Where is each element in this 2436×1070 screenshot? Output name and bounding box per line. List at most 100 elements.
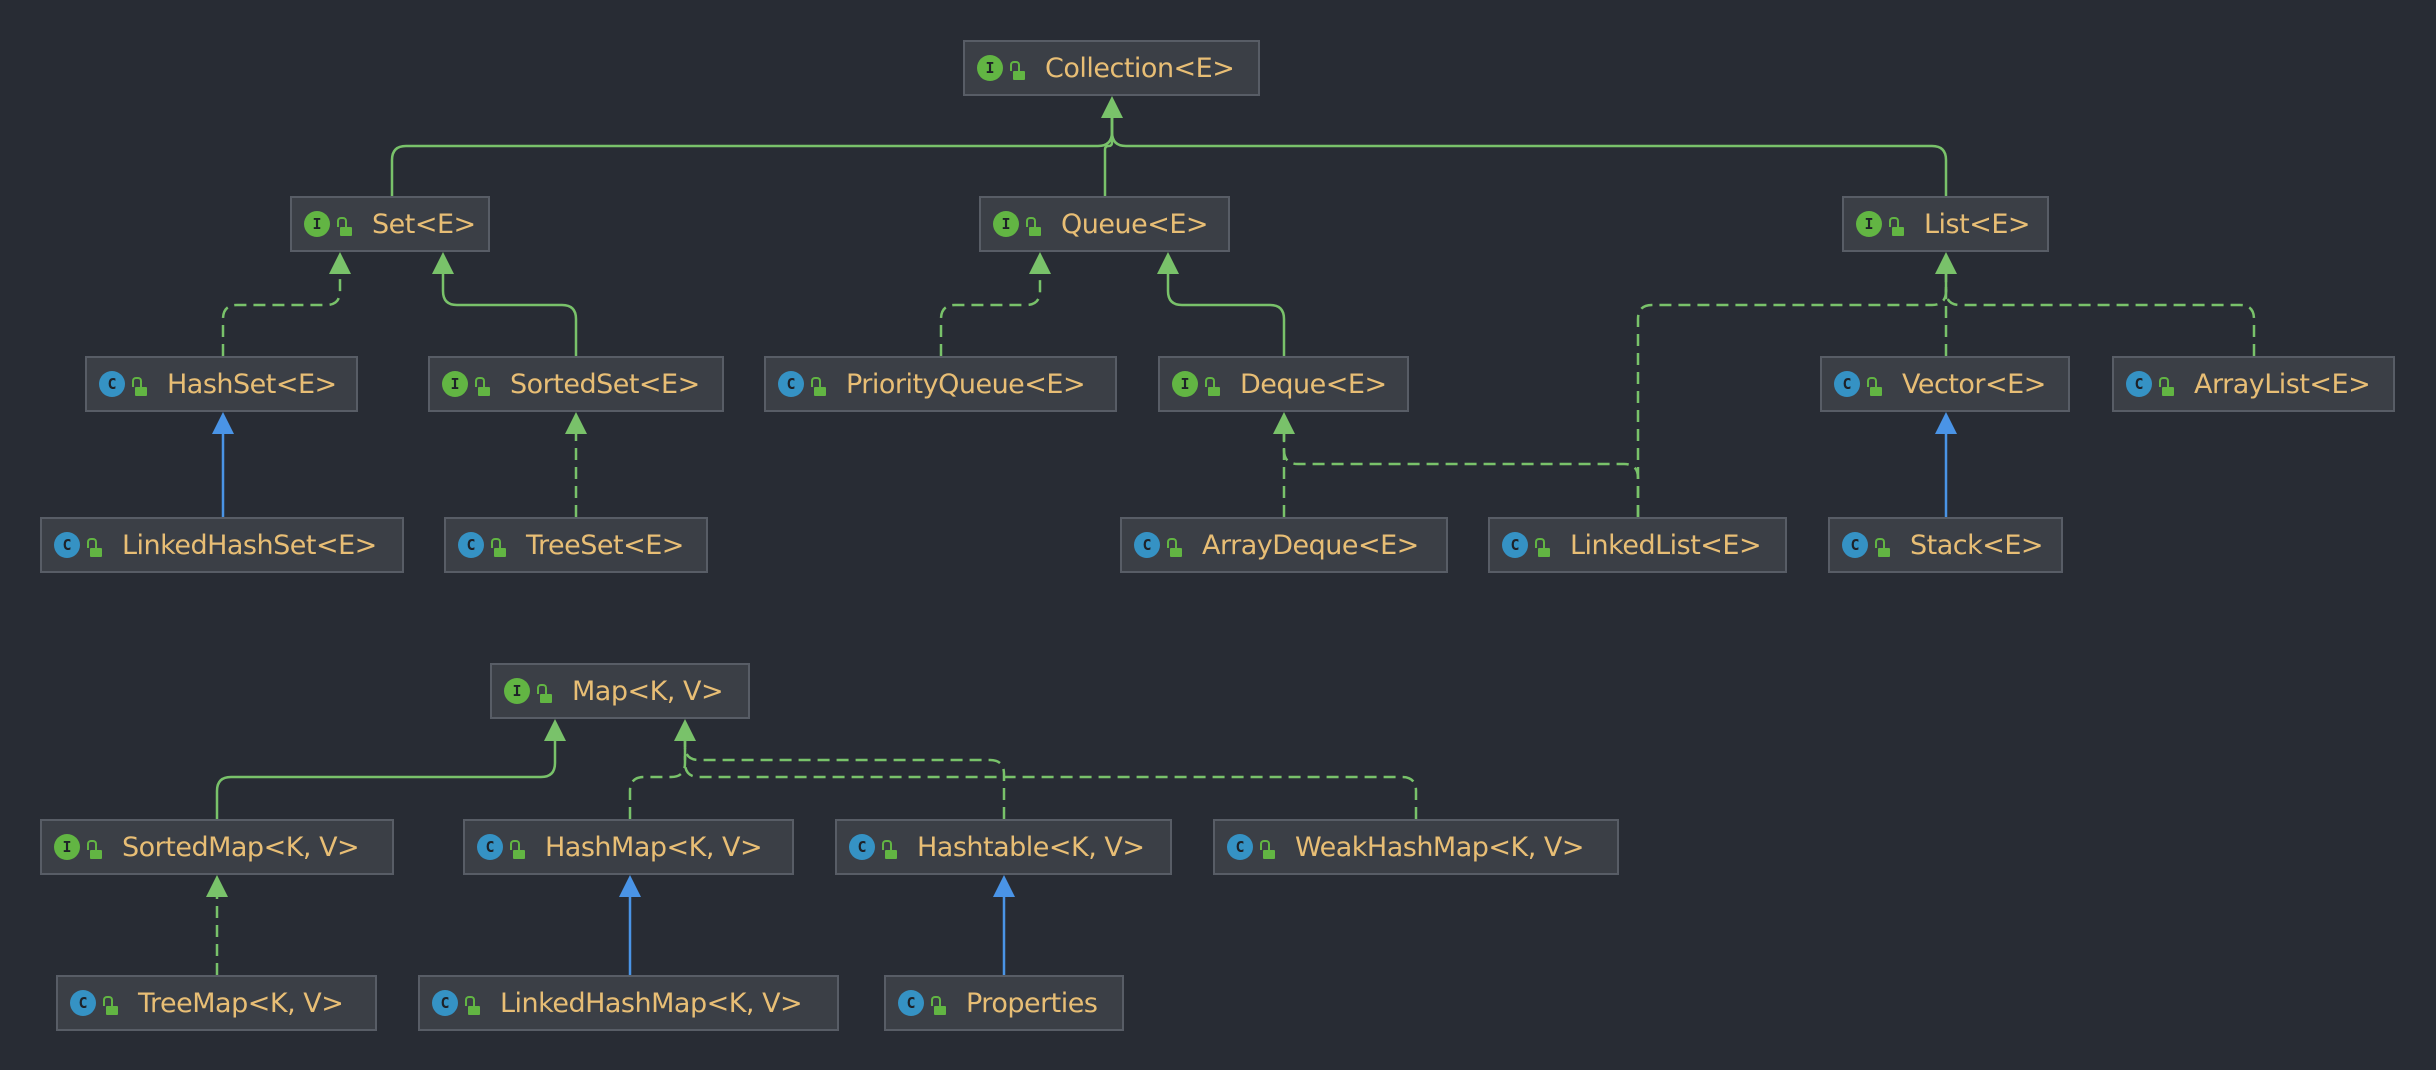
class-icon: C — [849, 834, 875, 860]
interface-icon: I — [1172, 371, 1198, 397]
node-treeset[interactable]: C TreeSet<E> — [444, 517, 708, 573]
class-icon: C — [458, 532, 484, 558]
node-label: LinkedHashMap<K, V> — [500, 987, 803, 1019]
public-lock-icon — [881, 835, 899, 859]
class-icon: C — [432, 990, 458, 1016]
interface-icon: I — [304, 211, 330, 237]
public-lock-icon — [509, 835, 527, 859]
arrowhead-sortedmap — [206, 875, 228, 897]
node-deque[interactable]: I Deque<E> — [1158, 356, 1409, 412]
class-icon: C — [1502, 532, 1528, 558]
edge-priorityqueue-to-queue — [939, 272, 1042, 356]
class-icon: C — [1134, 532, 1160, 558]
node-label: ArrayDeque<E> — [1202, 529, 1419, 561]
node-label: Map<K, V> — [572, 675, 724, 707]
arrowhead-list — [1935, 252, 1957, 274]
interface-icon: I — [977, 55, 1003, 81]
class-icon: C — [1227, 834, 1253, 860]
interface-icon: I — [993, 211, 1019, 237]
edge-arraylist-to-list — [1944, 272, 2256, 356]
public-lock-icon — [1025, 212, 1043, 236]
node-queue[interactable]: I Queue<E> — [979, 196, 1230, 252]
node-label: Properties — [966, 987, 1098, 1019]
node-set[interactable]: I Set<E> — [290, 196, 490, 252]
class-icon: C — [1842, 532, 1868, 558]
public-lock-icon — [464, 991, 482, 1015]
node-linkedlist[interactable]: C LinkedList<E> — [1488, 517, 1787, 573]
class-icon: C — [70, 990, 96, 1016]
node-properties[interactable]: C Properties — [884, 975, 1124, 1031]
node-label: PriorityQueue<E> — [846, 368, 1086, 400]
node-arraydeque[interactable]: C ArrayDeque<E> — [1120, 517, 1448, 573]
node-sortedset[interactable]: I SortedSet<E> — [428, 356, 724, 412]
edge-list-to-collection — [1110, 116, 1948, 196]
node-label: SortedSet<E> — [510, 368, 700, 400]
public-lock-icon — [1166, 533, 1184, 557]
class-icon: C — [2126, 371, 2152, 397]
arrowhead-vector — [1935, 412, 1957, 434]
arrowhead-hashtable — [993, 875, 1015, 897]
class-icon: C — [54, 532, 80, 558]
public-lock-icon — [810, 372, 828, 396]
node-treemap[interactable]: C TreeMap<K, V> — [56, 975, 377, 1031]
public-lock-icon — [131, 372, 149, 396]
node-arraylist[interactable]: C ArrayList<E> — [2112, 356, 2395, 412]
arrowhead-deque — [1273, 412, 1295, 434]
edge-linkedlist-to-deque — [1282, 432, 1640, 517]
arrowhead-collection — [1101, 96, 1123, 118]
arrowhead-queue — [1157, 252, 1179, 274]
edge-queue-to-collection — [1103, 116, 1114, 196]
node-label: TreeMap<K, V> — [138, 987, 344, 1019]
node-label: LinkedList<E> — [1570, 529, 1762, 561]
edge-hashset-to-set — [221, 272, 342, 356]
arrowhead-queue — [1029, 252, 1051, 274]
public-lock-icon — [490, 533, 508, 557]
node-list[interactable]: I List<E> — [1842, 196, 2049, 252]
node-linkedhashmap[interactable]: C LinkedHashMap<K, V> — [418, 975, 839, 1031]
public-lock-icon — [1874, 533, 1892, 557]
node-label: List<E> — [1924, 208, 2031, 240]
interface-icon: I — [1856, 211, 1882, 237]
edge-set-to-collection — [390, 116, 1114, 196]
class-icon: C — [898, 990, 924, 1016]
public-lock-icon — [102, 991, 120, 1015]
interface-icon: I — [54, 834, 80, 860]
node-label: Deque<E> — [1240, 368, 1387, 400]
public-lock-icon — [336, 212, 354, 236]
node-hashtable[interactable]: C Hashtable<K, V> — [835, 819, 1172, 875]
public-lock-icon — [930, 991, 948, 1015]
public-lock-icon — [1866, 372, 1884, 396]
edge-weakhashmap-to-map — [683, 739, 1418, 819]
node-label: HashMap<K, V> — [545, 831, 763, 863]
public-lock-icon — [1534, 533, 1552, 557]
edge-hashtable-to-map — [683, 739, 1006, 819]
public-lock-icon — [1204, 372, 1222, 396]
arrowhead-sortedset — [565, 412, 587, 434]
node-label: WeakHashMap<K, V> — [1295, 831, 1585, 863]
edge-hashmap-to-map — [628, 739, 687, 819]
node-label: TreeSet<E> — [526, 529, 684, 561]
public-lock-icon — [86, 533, 104, 557]
interface-icon: I — [442, 371, 468, 397]
node-label: ArrayList<E> — [2194, 368, 2371, 400]
node-label: Set<E> — [372, 208, 476, 240]
node-label: Queue<E> — [1061, 208, 1209, 240]
node-label: Hashtable<K, V> — [917, 831, 1145, 863]
node-weakhashmap[interactable]: C WeakHashMap<K, V> — [1213, 819, 1619, 875]
arrowhead-set — [432, 252, 454, 274]
edge-deque-to-queue — [1166, 272, 1286, 356]
arrowhead-map — [544, 719, 566, 741]
arrowhead-hashset — [212, 412, 234, 434]
node-label: HashSet<E> — [167, 368, 337, 400]
edge-sortedset-to-set — [441, 272, 578, 356]
